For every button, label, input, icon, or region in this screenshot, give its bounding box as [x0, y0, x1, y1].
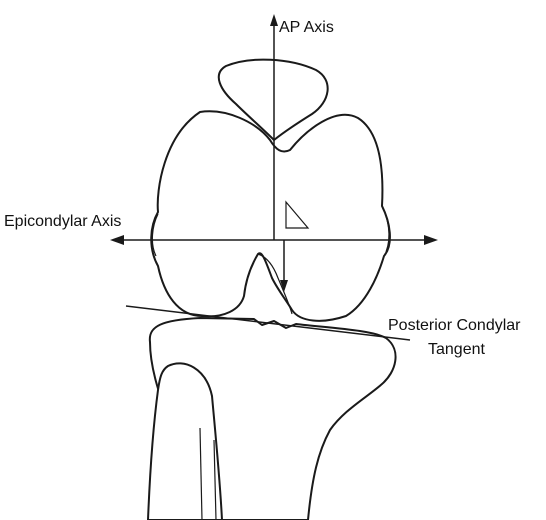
posterior-condylar-label-line1: Posterior Condylar: [388, 318, 521, 334]
epicondylar-axis-label: Epicondylar Axis: [4, 214, 121, 230]
posterior-condylar-label-line2: Tangent: [428, 342, 485, 358]
epicondylar-axis-arrowhead-right: [424, 235, 438, 245]
ap-axis-label: AP Axis: [279, 20, 334, 36]
epicondylar-axis-arrowhead-left: [110, 235, 124, 245]
femur-condyles: [151, 111, 390, 320]
ap-axis-arrowhead-up: [270, 14, 278, 26]
